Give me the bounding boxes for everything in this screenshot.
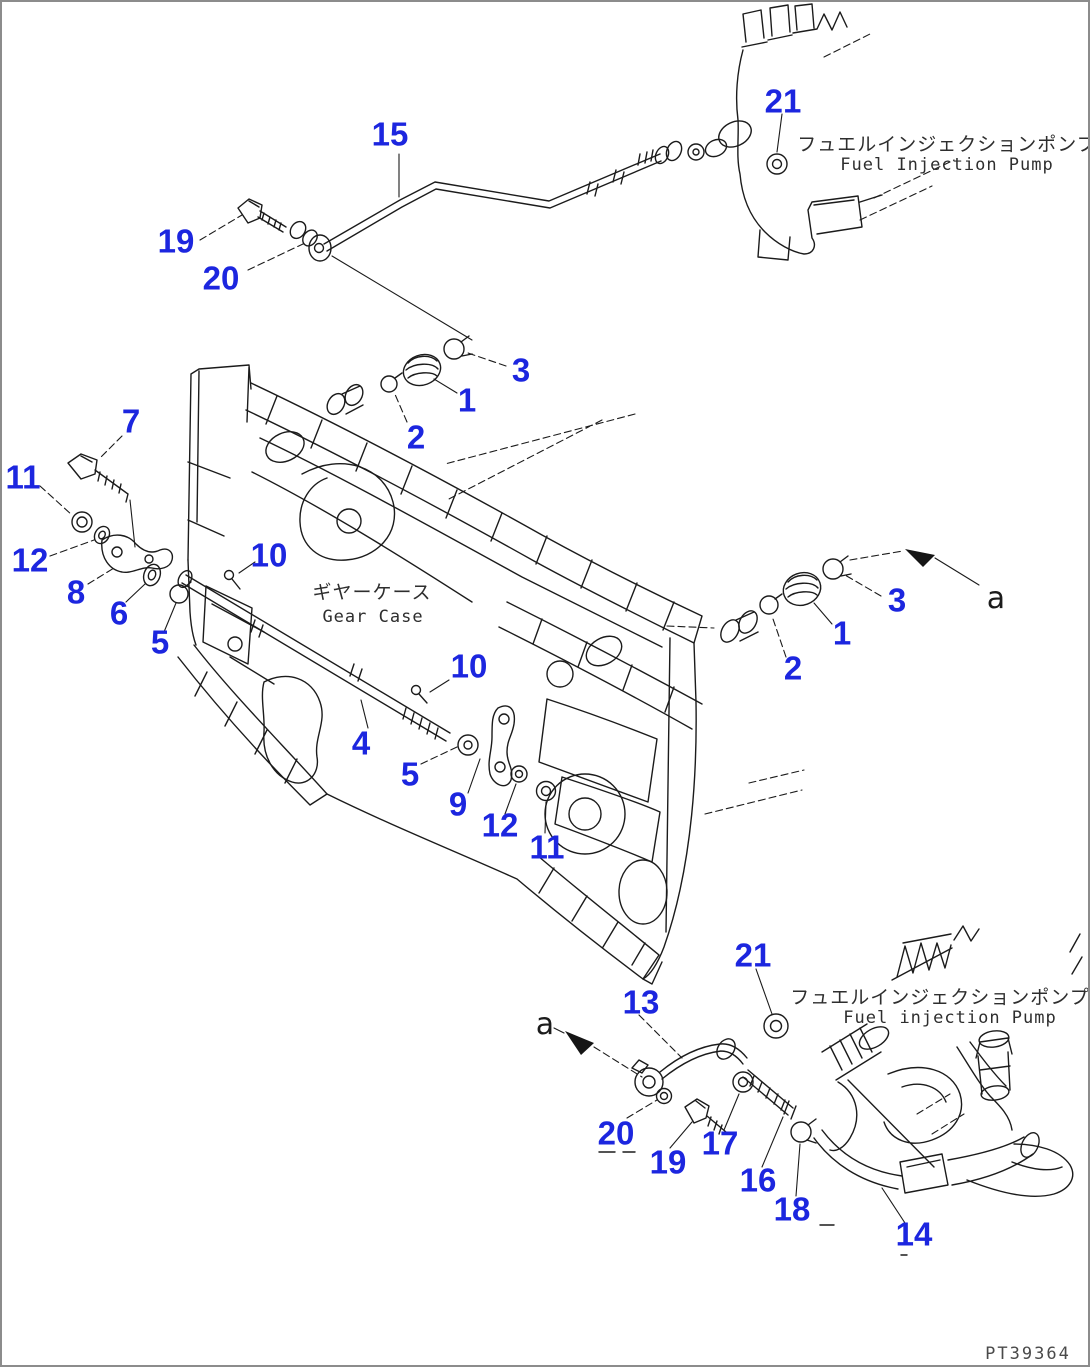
section-arrow-bottom [565, 1031, 594, 1055]
gear-case-label-jp: ギヤーケース [312, 581, 432, 604]
callout-3: 3 [887, 581, 907, 619]
connector-parts-top-drawing [326, 335, 507, 423]
callout-11: 11 [529, 828, 565, 866]
section-arrow-top [905, 549, 935, 567]
callout-4: 4 [351, 724, 371, 762]
callout-20: 20 [597, 1114, 635, 1152]
rod-and-bracket-drawing [163, 561, 557, 834]
callout-16: 16 [739, 1161, 777, 1199]
callout-9: 9 [448, 785, 468, 823]
fuel-pump-top-label-en: Fuel Injection Pump [840, 155, 1054, 175]
fuel-pipe-13-drawing [553, 968, 1040, 1256]
gear-case-label-en: Gear Case [322, 607, 424, 627]
callout-21: 21 [764, 82, 802, 120]
section-marker-a-0: a [986, 581, 1006, 616]
fuel-pipe-15-drawing [199, 149, 662, 341]
fuel-pump-bottom-label-en: Fuel injection Pump [843, 1008, 1057, 1028]
fuel-pump-bottom-label-jp: フュエルインジェクションポンプ [790, 986, 1090, 1009]
injection-pump-top-drawing [654, 3, 955, 261]
fuel-pump-top-label-jp: フュエルインジェクションポンプ [797, 133, 1090, 156]
injection-pump-bottom-drawing [821, 925, 1083, 1197]
callout-12: 12 [11, 541, 49, 579]
drawing-code: PT39364 [985, 1344, 1071, 1364]
callout-3: 3 [511, 351, 531, 389]
callout-6: 6 [109, 594, 129, 632]
callout-15: 15 [371, 115, 409, 153]
callout-2: 2 [783, 649, 803, 687]
callout-1: 1 [457, 381, 477, 419]
callout-10: 10 [250, 536, 288, 574]
callout-5: 5 [400, 755, 420, 793]
callout-19: 19 [157, 222, 195, 260]
callout-17: 17 [701, 1124, 739, 1162]
callout-1: 1 [832, 614, 852, 652]
callout-19: 19 [649, 1143, 687, 1181]
callout-7: 7 [121, 402, 141, 440]
callout-20: 20 [202, 259, 240, 297]
callout-12: 12 [481, 806, 519, 844]
callout-2: 2 [406, 418, 426, 456]
callout-5: 5 [150, 623, 170, 661]
callout-21: 21 [734, 936, 772, 974]
callout-14: 14 [895, 1215, 933, 1253]
section-marker-a-1: a [535, 1007, 555, 1042]
callout-11: 11 [5, 458, 41, 496]
callout-18: 18 [773, 1190, 811, 1228]
callout-10: 10 [450, 647, 488, 685]
lever-parts-drawing [39, 435, 174, 603]
connector-parts-right-drawing [666, 549, 980, 658]
gear-case-drawing [177, 364, 805, 985]
callout-8: 8 [66, 573, 86, 611]
callout-13: 13 [622, 983, 660, 1021]
